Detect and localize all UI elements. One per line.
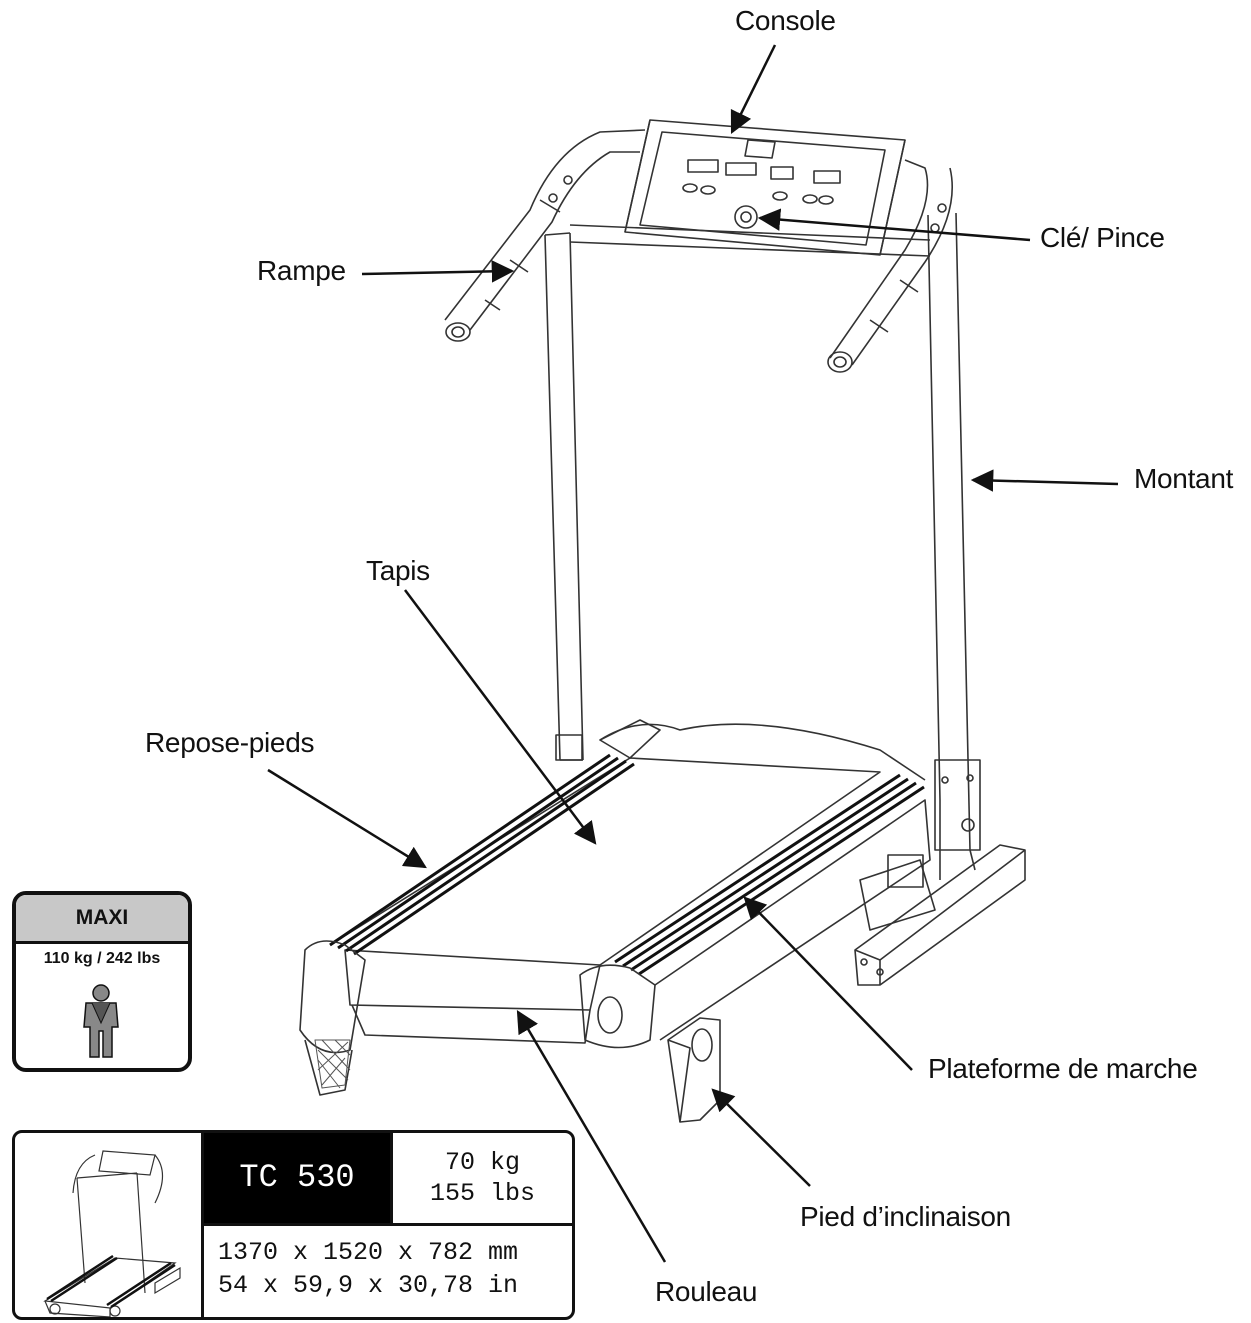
max-weight-box: MAXI 110 kg / 242 lbs [12,891,192,1072]
treadmill-thumbnail [15,1133,204,1317]
right-handrail [827,159,953,373]
right-footrest [614,773,925,976]
dimensions: 1370 x 1520 x 782 mm 54 x 59,9 x 30,78 i… [204,1223,572,1317]
left-footrest [329,753,635,956]
machine-weight: 70 kg 155 lbs [390,1133,572,1223]
max-weight-value: 110 kg / 242 lbs [43,950,161,967]
console-arrow [730,44,777,135]
max-weight-title: MAXI [16,895,188,944]
key-arrow [757,208,1031,242]
handrail-arrow [361,260,515,283]
label-handrail: Rampe [257,255,346,286]
left-upright [544,232,584,761]
footrest-arrow [267,768,427,869]
incline-foot-arrow [711,1088,811,1187]
label-upright: Montant [1134,463,1234,494]
model-name: TC 530 [204,1133,390,1223]
roller-arrow [516,1010,667,1263]
treadmill-thumbnail-icon [43,1150,181,1317]
incline-foot-shape [667,1017,721,1123]
console [624,119,906,256]
right-upright [927,212,981,880]
left-handrail [444,129,646,342]
label-key: Clé/ Pince [1040,222,1165,253]
spec-box: TC 530 70 kg 155 lbs 1370 x 1520 x 782 m… [12,1130,575,1320]
label-platform: Plateforme de marche [928,1053,1198,1084]
label-incline-foot: Pied d’inclinaison [800,1201,1011,1232]
person-icon [83,984,119,1058]
machine-weight-kg: 70 kg [444,1148,520,1177]
label-belt: Tapis [366,555,430,586]
upright-arrow [970,469,1119,492]
dimensions-in: 54 x 59,9 x 30,78 in [218,1271,519,1300]
platform-arrow [743,896,913,1071]
label-footrest: Repose-pieds [145,727,315,758]
label-console: Console [735,5,836,36]
machine-weight-lbs: 155 lbs [429,1179,536,1208]
belt-arrow [404,589,597,845]
dimensions-mm: 1370 x 1520 x 782 mm [218,1238,519,1267]
label-roller: Rouleau [655,1276,758,1307]
